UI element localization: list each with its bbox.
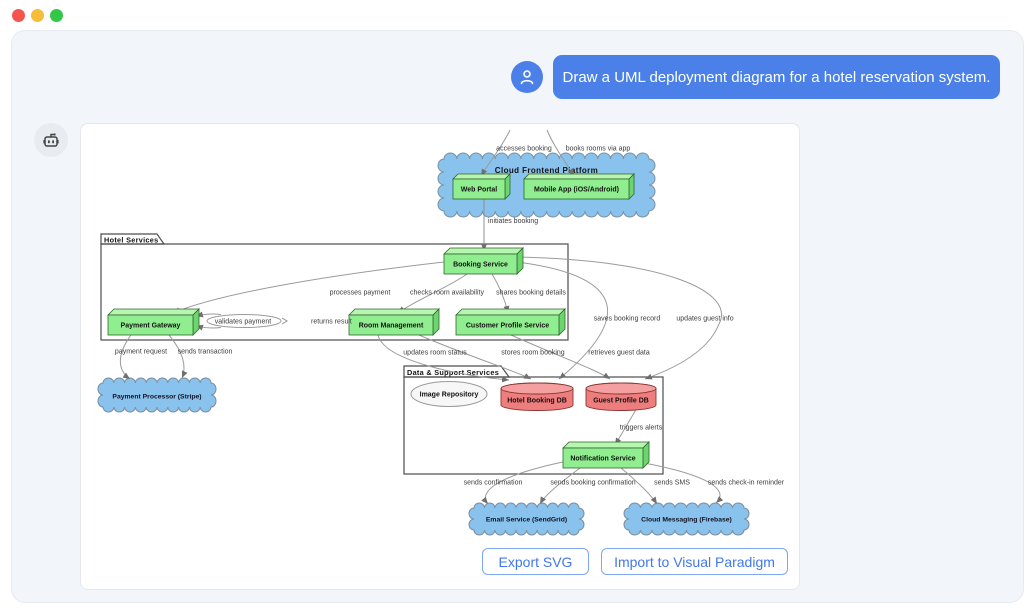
node-mobile-app: Mobile App (iOS/Android) <box>523 173 635 200</box>
edge-accesses-booking <box>480 129 511 177</box>
edge-label: sends transaction <box>178 349 233 356</box>
node-room-management: Room Management <box>348 308 440 336</box>
edge-label: updates guest info <box>676 316 733 323</box>
edge-label: processes payment <box>330 290 391 297</box>
assistant-avatar <box>34 123 68 157</box>
traffic-light-close[interactable] <box>12 9 25 22</box>
edge-label: checks room availability <box>410 290 484 297</box>
traffic-light-minimize[interactable] <box>31 9 44 22</box>
edge-stores-room-booking <box>418 334 532 380</box>
edge-triggers-alerts <box>614 407 638 446</box>
svg-text:Notification Service: Notification Service <box>570 456 635 463</box>
edge-validates-payment-upper <box>195 311 222 318</box>
person-icon <box>520 70 534 85</box>
edge-label: payment request <box>115 349 167 356</box>
traffic-light-zoom[interactable] <box>50 9 63 22</box>
edge-label: updates room status <box>403 350 467 357</box>
edge-sends-sms <box>620 467 658 505</box>
svg-text:Room Management: Room Management <box>359 323 424 330</box>
cloud-frontend-title: Cloud Frontend Platform <box>495 166 598 175</box>
node-booking-service: Booking Service <box>443 247 524 275</box>
user-avatar <box>511 61 543 93</box>
edge-sends-transaction <box>168 334 188 379</box>
edge-returns-result-chevron <box>281 317 288 325</box>
edge-sends-booking-confirmation <box>539 467 581 505</box>
svg-text:Mobile App (iOS/Android): Mobile App (iOS/Android) <box>534 187 619 194</box>
svg-text:Booking Service: Booking Service <box>453 262 508 269</box>
chat-message: Draw a UML deployment diagram for a hote… <box>562 68 991 86</box>
label-email-service: Email Service (SendGrid) <box>486 517 567 524</box>
node-payment-gateway: Payment Gateway <box>107 308 200 336</box>
chat-bubble: Draw a UML deployment diagram for a hote… <box>553 55 1000 99</box>
database-hotel-booking-db: Hotel Booking DB <box>500 382 574 411</box>
package-hotel-services: Hotel Services <box>100 233 569 341</box>
cloud-email-service <box>468 502 585 536</box>
edge-updates-room-status <box>377 334 510 383</box>
svg-text:Payment Gateway: Payment Gateway <box>121 323 181 330</box>
diagram-panel: Hotel Services Data & Support Services C… <box>80 123 800 590</box>
edge-books-rooms <box>546 129 575 177</box>
edge-label: sends SMS <box>654 480 690 487</box>
svg-text:Web Portal: Web Portal <box>461 187 497 194</box>
label-payment-processor: Payment Processor (Stripe) <box>112 394 201 401</box>
edge-sends-confirmation <box>481 461 564 505</box>
edge-label: books rooms via app <box>566 146 631 153</box>
node-web-portal: Web Portal <box>452 173 511 200</box>
edge-label: saves booking record <box>594 316 661 323</box>
artifact-image-repository: Image Repository <box>410 381 488 407</box>
edge-label: shares booking details <box>496 290 566 297</box>
package-hotel-services-label: Hotel Services <box>104 235 159 244</box>
svg-text:Customer Profile Service: Customer Profile Service <box>466 323 549 330</box>
edge-label: sends confirmation <box>464 480 523 487</box>
node-customer-profile-service: Customer Profile Service <box>455 308 566 336</box>
export-svg-button[interactable]: Export SVG <box>482 548 589 575</box>
edge-saves-booking-record <box>516 261 608 380</box>
edge-label: initiates booking <box>488 218 538 225</box>
edge-sends-checkin-reminder <box>643 462 724 504</box>
svg-text:Hotel Booking DB: Hotel Booking DB <box>507 398 567 405</box>
edge-processes-payment <box>172 261 445 314</box>
cloud-payment-processor <box>97 377 217 413</box>
uml-deployment-diagram: Hotel Services Data & Support Services C… <box>97 129 785 536</box>
edge-label: stores room booking <box>501 350 565 357</box>
edge-label: sends check-in reminder <box>708 480 785 487</box>
label-cloud-messaging: Cloud Messaging (Firebase) <box>641 517 732 524</box>
database-guest-profile-db: Guest Profile DB <box>585 382 657 411</box>
edge-validates-payment-lower <box>195 324 222 331</box>
edge-label: returns result <box>311 319 352 326</box>
package-data-support-label: Data & Support Services <box>407 368 499 377</box>
edge-label: accesses booking <box>496 146 552 153</box>
edge-label: sends booking confirmation <box>550 480 635 487</box>
edge-validates-payment-loop <box>206 314 282 328</box>
svg-text:Image Repository: Image Repository <box>420 392 479 399</box>
edge-label: retrieves guest data <box>588 350 650 357</box>
node-notification-service: Notification Service <box>562 441 650 469</box>
edge-retrieves-guest-data <box>510 334 611 380</box>
edge-label: triggers alerts <box>620 425 663 432</box>
svg-text:Guest Profile DB: Guest Profile DB <box>593 398 649 405</box>
import-visual-paradigm-button[interactable]: Import to Visual Paradigm <box>601 548 788 575</box>
edge-payment-request <box>119 334 132 380</box>
cloud-messaging-firebase <box>623 502 750 536</box>
package-data-support-services: Data & Support Services <box>403 365 664 475</box>
robot-icon <box>43 133 59 147</box>
edge-label: validates payment <box>215 319 271 326</box>
edge-updates-guest-info <box>516 256 722 380</box>
